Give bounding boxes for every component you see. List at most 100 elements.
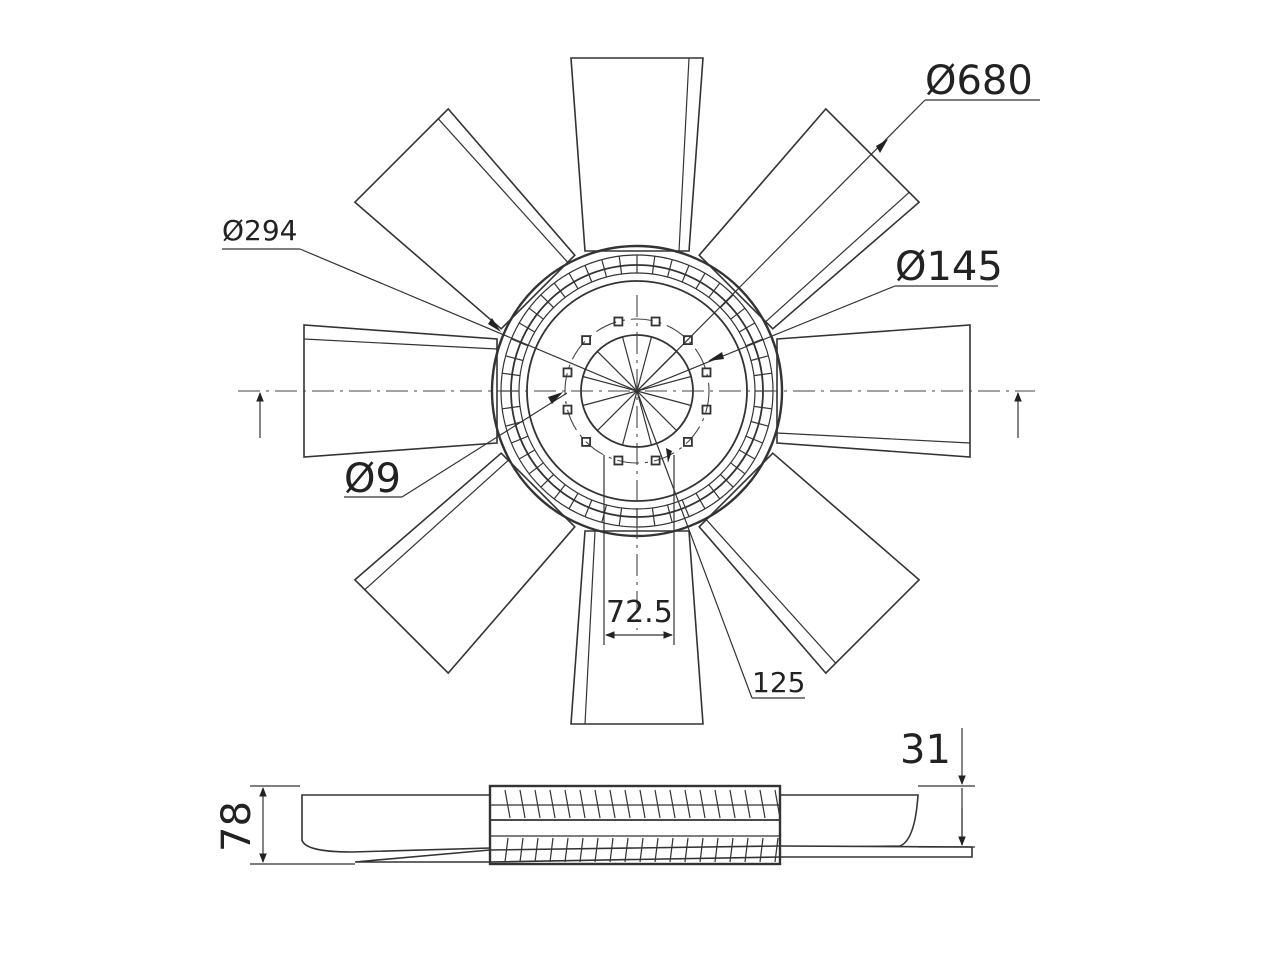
side-rib-upper bbox=[549, 789, 556, 819]
blade-edge-line bbox=[678, 57, 690, 252]
hub-rib bbox=[695, 272, 706, 290]
bore-radial-line bbox=[621, 336, 638, 392]
hub-rib bbox=[708, 282, 721, 298]
arrow-d145 bbox=[708, 352, 724, 361]
hub-rib bbox=[511, 338, 529, 347]
arrow-d9 bbox=[548, 392, 563, 404]
bore-radial-line bbox=[621, 390, 638, 446]
side-rib-lower bbox=[579, 837, 584, 863]
hub-rib bbox=[651, 507, 656, 526]
side-rib-lower bbox=[684, 837, 689, 863]
hub-ribs bbox=[501, 255, 773, 527]
hub-rib bbox=[568, 272, 579, 290]
bolt-hole bbox=[701, 367, 712, 378]
side-rib-lower bbox=[519, 837, 524, 863]
side-rib-upper bbox=[609, 789, 616, 819]
hub-rib bbox=[502, 372, 521, 377]
bolt-hole bbox=[562, 404, 573, 415]
blade-edge-line bbox=[364, 459, 509, 591]
hub-rib bbox=[601, 259, 608, 278]
blade-edge-line bbox=[776, 432, 971, 444]
hub-rib bbox=[540, 294, 555, 309]
hub-rib bbox=[753, 372, 772, 377]
bolt-hole bbox=[701, 404, 712, 415]
leader-125-diag bbox=[636, 390, 753, 699]
hub-rib bbox=[553, 282, 566, 298]
bolt-holes bbox=[562, 316, 712, 466]
hub-rib bbox=[666, 259, 673, 278]
hub-rib bbox=[681, 499, 690, 517]
side-rib-upper bbox=[594, 789, 601, 819]
bore-radial-line bbox=[636, 390, 653, 446]
hub-rib bbox=[750, 355, 769, 362]
hub-rib bbox=[738, 449, 756, 460]
label-d145: Ø145 bbox=[895, 244, 1003, 290]
leader-d680-diag bbox=[636, 99, 926, 392]
bolt-hole bbox=[613, 455, 624, 466]
bore-radial-line bbox=[636, 390, 692, 407]
side-rib-upper bbox=[744, 789, 751, 819]
side-rib-lower bbox=[564, 837, 569, 863]
hub-rib bbox=[745, 435, 763, 444]
side-rib-upper bbox=[684, 789, 691, 819]
hub-rib bbox=[584, 265, 593, 283]
hub-rib bbox=[518, 449, 536, 460]
side-rib-upper bbox=[639, 789, 646, 819]
bore-radial-line bbox=[636, 375, 692, 392]
hub-rib bbox=[505, 355, 524, 362]
hub-rib bbox=[511, 435, 529, 444]
leader-d294-diag bbox=[299, 248, 638, 392]
side-rib-upper bbox=[624, 789, 631, 819]
label-d680: Ø680 bbox=[925, 58, 1033, 104]
side-rib-lower bbox=[759, 837, 764, 863]
bolt-hole bbox=[650, 455, 661, 466]
side-rib-lower bbox=[744, 837, 749, 863]
side-rib-upper bbox=[579, 789, 586, 819]
label-31: 31 bbox=[900, 727, 951, 773]
side-view: 78 31 bbox=[214, 727, 975, 866]
side-rib-lower bbox=[774, 837, 779, 863]
side-rib-lower bbox=[714, 837, 719, 863]
blade-edge-line bbox=[705, 519, 837, 664]
side-rib-upper bbox=[504, 789, 511, 819]
side-blade-right bbox=[779, 794, 919, 849]
hub-rib bbox=[681, 265, 690, 283]
side-rib-lower bbox=[504, 837, 509, 863]
side-rib-upper bbox=[729, 789, 736, 819]
bore-radial-line bbox=[596, 350, 638, 392]
side-rib-upper bbox=[774, 789, 781, 819]
bore-radial-line bbox=[582, 390, 638, 407]
side-rib-upper bbox=[654, 789, 661, 819]
bolt-hole bbox=[581, 335, 591, 346]
hub-rib bbox=[695, 492, 706, 510]
hub-rib bbox=[666, 504, 673, 523]
hub-rib bbox=[553, 484, 566, 500]
hub-rib bbox=[651, 256, 656, 275]
arrow-d680 bbox=[876, 139, 888, 153]
hub-rib bbox=[719, 473, 734, 488]
label-125: 125 bbox=[752, 666, 805, 699]
hub-rib bbox=[618, 256, 623, 275]
side-rib-lower bbox=[609, 837, 614, 863]
bolt-hole bbox=[650, 316, 661, 327]
front-view: Ø680 Ø294 Ø145 Ø9 72.5 125 bbox=[222, 57, 1040, 725]
bolt-hole bbox=[683, 335, 693, 346]
side-rib-upper bbox=[759, 789, 766, 819]
bore-radial-line bbox=[636, 336, 653, 392]
hub-rib bbox=[584, 499, 593, 517]
hub-rib bbox=[518, 322, 536, 333]
bore-radial-line bbox=[582, 375, 638, 392]
bolt-hole bbox=[562, 367, 573, 378]
side-rib-lower bbox=[729, 837, 734, 863]
label-78: 78 bbox=[214, 801, 260, 852]
side-rib-lower bbox=[669, 837, 674, 863]
bolt-hole bbox=[613, 316, 624, 327]
label-d294: Ø294 bbox=[222, 214, 297, 247]
hub-rib bbox=[708, 484, 721, 500]
fan-blade bbox=[570, 57, 704, 252]
side-rib-upper bbox=[714, 789, 721, 819]
leader-d9-diag bbox=[401, 392, 568, 498]
hub-rib bbox=[568, 492, 579, 510]
side-rib-lower bbox=[699, 837, 704, 863]
side-rib-lower bbox=[594, 837, 599, 863]
